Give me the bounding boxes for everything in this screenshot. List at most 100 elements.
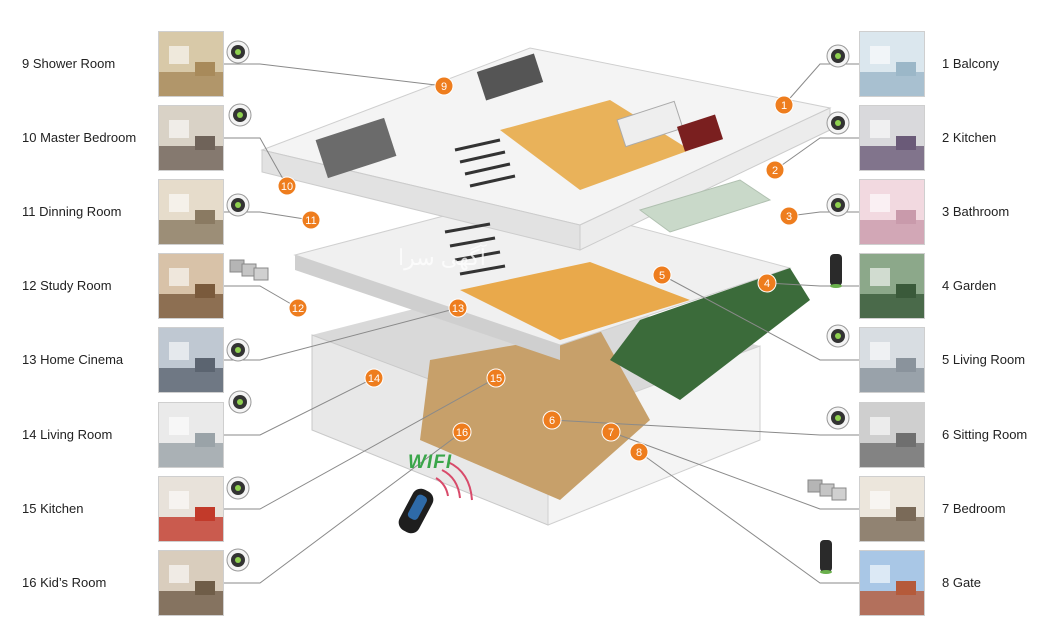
wall-panel-icon [807,479,847,501]
right-room-label: 8 Gate [942,575,982,590]
middle-floor-edge [295,255,560,360]
left-connector-line [223,431,463,584]
right-room-marker: 5 [652,265,672,285]
right-room-photo [859,179,925,245]
right-room-marker: 2 [765,160,785,180]
wifi-label: WIFI [408,452,453,473]
marker-number: 10 [281,181,293,193]
left-room-photo [158,476,224,542]
left-connector-line [223,377,497,510]
left-room-marker: 10 [277,176,297,196]
marker-number: 14 [368,373,380,385]
bed-3 [616,100,684,148]
marker-number: 6 [549,415,555,427]
left-room-label: 12 Study Room [22,278,112,293]
ceiling-speaker-icon [826,193,850,217]
right-room-label: 1 Balcony [942,56,1000,71]
ceiling-speaker-icon [826,324,850,348]
right-room-photo [859,550,925,616]
watermark: آگهی سرا [398,245,486,270]
ceiling-speaker-icon [226,476,250,500]
lower-interior [420,330,650,500]
ceiling-speaker-icon [826,111,850,135]
right-room-photo [859,476,925,542]
left-room-marker: 15 [486,368,506,388]
left-room-marker: 16 [452,422,472,442]
marker-number: 3 [786,211,792,223]
right-room-photo [859,105,925,171]
left-room-label: 16 Kid’s Room [22,575,107,590]
left-room-marker: 12 [288,298,308,318]
wall-panel-icon [229,259,269,281]
left-connector-line [223,285,299,309]
left-room-photo [158,179,224,245]
left-connector-line [223,63,445,87]
left-connector-line [223,137,288,187]
ceiling-speaker-icon [226,548,250,572]
glass-roof-panel [638,179,772,233]
left-room-photo [158,105,224,171]
right-room-label: 2 Kitchen [942,130,997,145]
right-room-label: 7 Bedroom [942,501,1006,516]
ceiling-speaker-icon [228,390,252,414]
right-room-photo [859,402,925,468]
right-room-marker: 3 [779,206,799,226]
wifi-remote-control [398,488,434,534]
wifi-waves [435,461,473,501]
marker-number: 9 [441,81,447,93]
marker-number: 12 [292,303,304,315]
marker-number: 2 [772,165,778,177]
left-room-marker: 11 [301,210,321,230]
marker-number: 8 [636,447,642,459]
ceiling-speaker-icon [226,338,250,362]
right-room-photo [859,327,925,393]
right-room-marker: 8 [629,442,649,462]
bed-red [676,114,724,152]
right-connector-line [551,419,859,436]
marker-number: 7 [608,427,614,439]
left-room-label: 10 Master Bedroom [22,130,137,145]
middle-wood-floor [460,262,690,340]
garden-speaker-icon [820,540,832,574]
left-room-marker: 14 [364,368,384,388]
right-room-marker: 6 [542,410,562,430]
left-room-photo [158,31,224,97]
bed-2 [476,53,544,101]
ceiling-speaker-icon [226,193,250,217]
marker-number: 4 [764,278,770,290]
left-room-label: 14 Living Room [22,427,113,442]
left-room-photo [158,253,224,319]
left-room-marker: 9 [434,76,454,96]
right-connector-line [774,137,859,171]
ceiling-speaker-icon [826,44,850,68]
ceiling-speaker-icon [826,406,850,430]
right-room-marker: 4 [757,273,777,293]
left-room-label: 13 Home Cinema [22,352,124,367]
marker-number: 1 [781,100,787,112]
right-room-label: 6 Sitting Room [942,427,1028,442]
right-connector-line [610,431,859,510]
right-room-photo [859,253,925,319]
marker-number: 16 [456,427,468,439]
left-connector-line [223,377,375,436]
ceiling-speaker-icon [228,103,252,127]
right-connector-line [638,451,859,584]
marker-number: 13 [452,303,464,315]
left-room-label: 15 Kitchen [22,501,84,516]
garden-terrace [610,268,810,400]
right-connector-line [661,274,859,361]
garden-speaker-icon [830,254,842,288]
staircase [444,138,516,276]
marker-number: 15 [490,373,502,385]
marker-number: 11 [305,215,316,227]
right-connector-line [766,282,859,287]
left-room-label: 11 Dinning Room [22,204,122,219]
left-room-label: 9 Shower Room [22,56,116,71]
right-room-photo [859,31,925,97]
ceiling-speaker-icon [226,40,250,64]
right-room-label: 5 Living Room [942,352,1026,367]
right-room-marker: 1 [774,95,794,115]
